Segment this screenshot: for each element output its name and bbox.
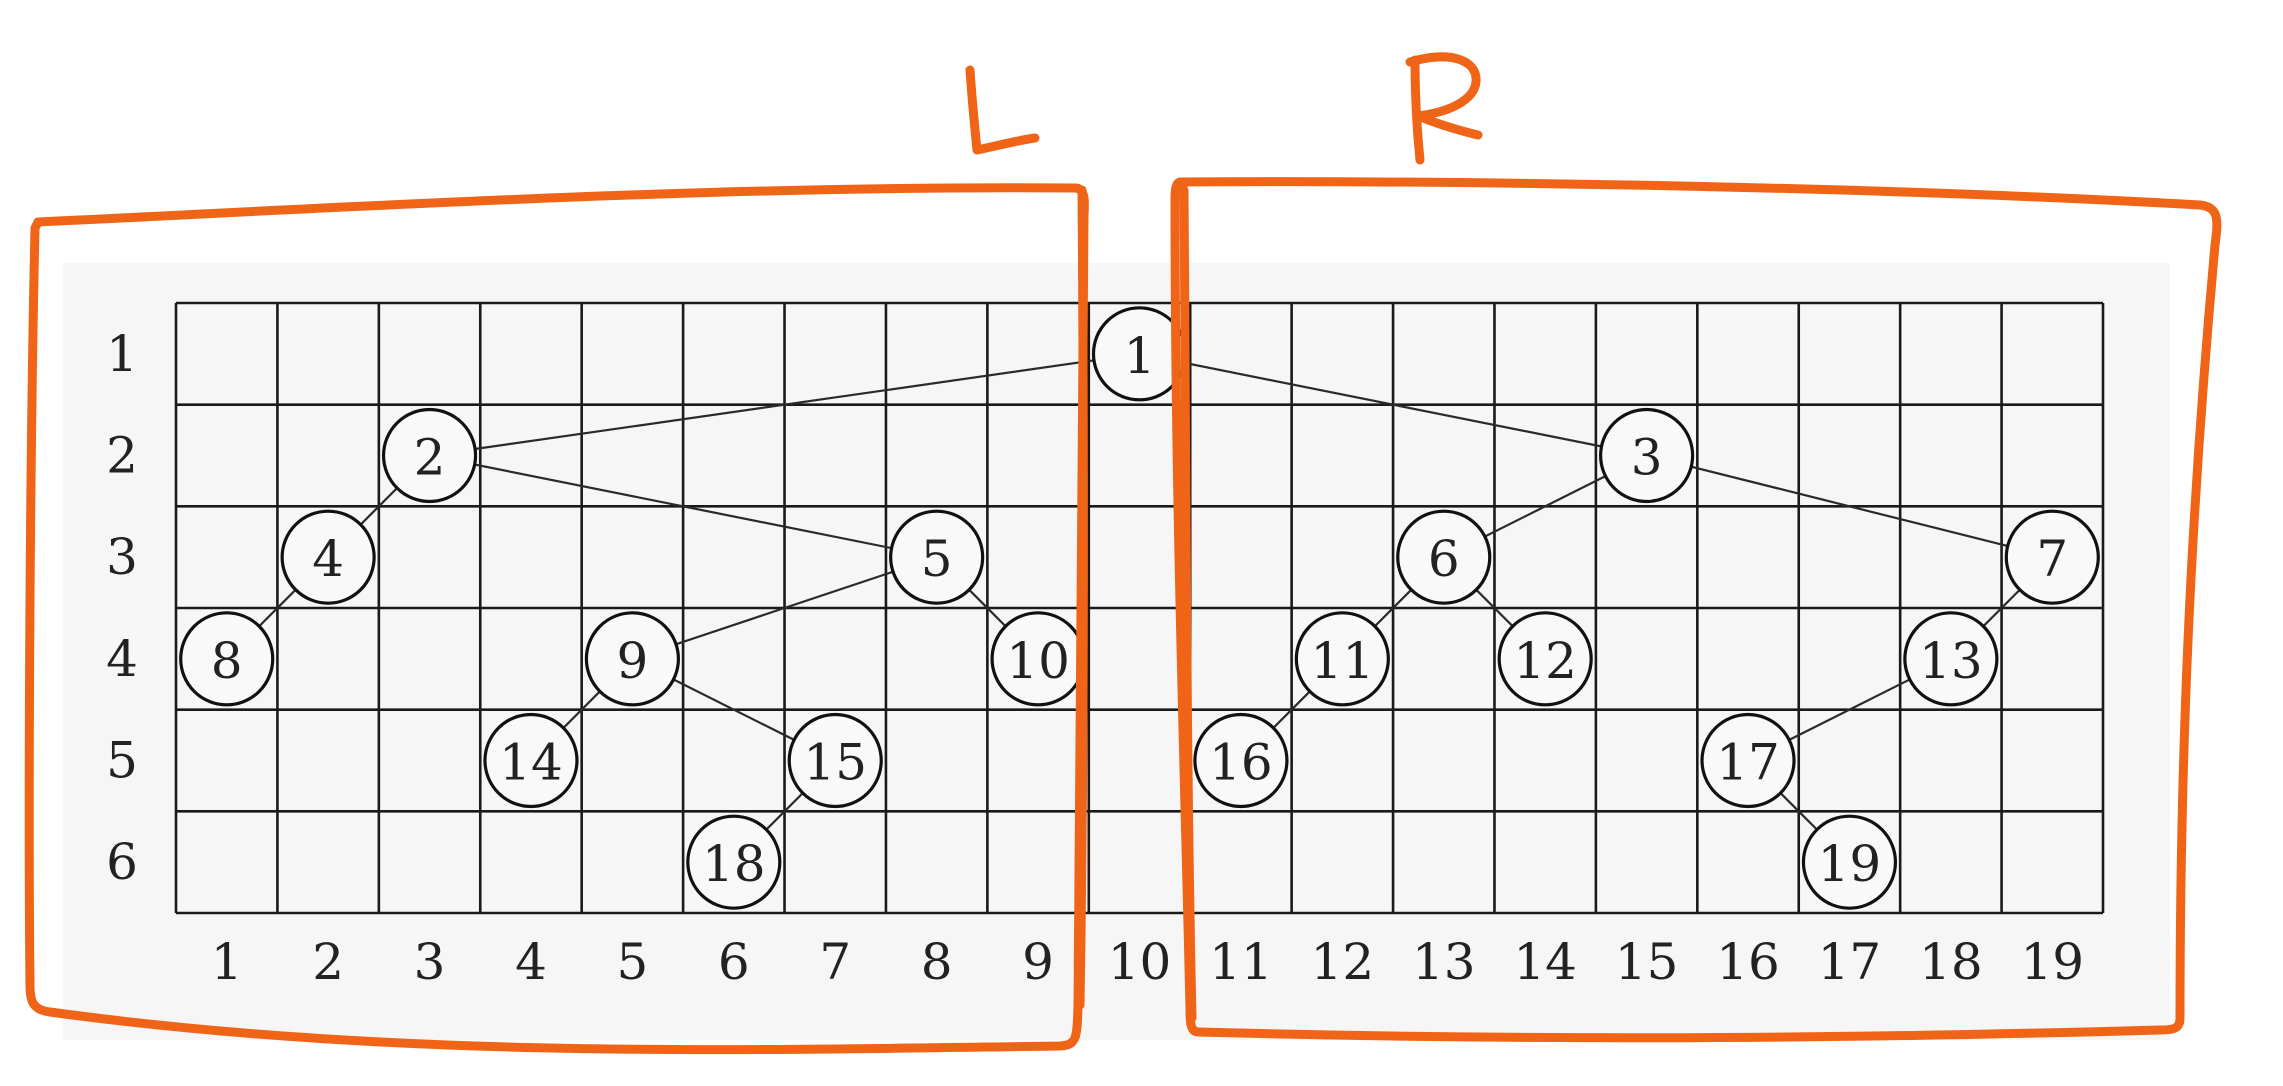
- node-label: 11: [1311, 632, 1375, 690]
- column-label: 8: [921, 933, 953, 991]
- tree-node: 19: [1801, 814, 1898, 910]
- right-region-box: [1170, 177, 2222, 1043]
- row-label: 6: [106, 833, 138, 891]
- column-label: 1: [211, 933, 243, 991]
- left-divider-stroke: [1075, 185, 1088, 1010]
- tree-edge: [429, 454, 937, 559]
- tree-edge: [632, 556, 938, 660]
- node-label: 10: [1006, 632, 1070, 690]
- node-circle: [280, 509, 376, 605]
- tree-node: 7: [2004, 509, 2100, 605]
- tree-node: 11: [1294, 611, 1390, 707]
- row-label: 5: [106, 732, 138, 790]
- tree-node: 18: [686, 814, 782, 910]
- hand-drawn-annotations: L R: [24, 52, 2222, 1055]
- tree-node: 6: [1396, 509, 1492, 605]
- tree-node: 1: [1091, 306, 1188, 402]
- node-circle: [1193, 712, 1289, 809]
- tree-node: 8: [179, 611, 275, 707]
- column-label: 6: [718, 933, 750, 991]
- tree-node: 17: [1700, 712, 1796, 809]
- node-circle: [1396, 509, 1492, 605]
- column-label: 16: [1716, 933, 1780, 991]
- node-circle: [1801, 814, 1898, 910]
- tree-node: 3: [1599, 407, 1695, 504]
- tree-node: 10: [990, 611, 1086, 707]
- left-region-box: [24, 183, 1089, 1055]
- node-label: 17: [1716, 734, 1780, 792]
- node-circle: [1497, 611, 1593, 707]
- node-label: 5: [921, 530, 953, 588]
- right-divider-stroke: [1179, 185, 1197, 1023]
- column-label: 13: [1412, 933, 1476, 991]
- node-label: 12: [1513, 632, 1577, 690]
- tree-node: 14: [483, 712, 579, 809]
- tree-node: 4: [280, 509, 376, 605]
- row-label: 4: [106, 630, 138, 688]
- node-circle: [584, 611, 680, 707]
- letter-L-icon: [965, 65, 1040, 155]
- node-circle: [1599, 407, 1695, 504]
- node-label: 8: [211, 632, 243, 690]
- column-label: 17: [1818, 933, 1882, 991]
- node-label: 4: [312, 530, 344, 588]
- node-circle: [2004, 509, 2100, 605]
- node-circle: [381, 407, 478, 504]
- letter-R-icon: [1405, 52, 1483, 165]
- tree-node: 9: [584, 611, 680, 707]
- row-label: 2: [106, 427, 138, 485]
- column-label: 12: [1311, 933, 1375, 991]
- node-circle: [179, 611, 275, 707]
- column-label: 5: [616, 933, 648, 991]
- node-label: 16: [1209, 734, 1273, 792]
- column-label: 11: [1209, 933, 1273, 991]
- tree-node: 12: [1497, 611, 1593, 707]
- node-label: 1: [1124, 327, 1156, 385]
- node-label: 15: [803, 734, 867, 792]
- row-label: 1: [106, 325, 138, 383]
- column-label: 4: [515, 933, 547, 991]
- node-label: 3: [1631, 429, 1663, 487]
- tree-node: 13: [1903, 611, 1999, 707]
- tree-edge: [429, 352, 1140, 457]
- column-label: 15: [1615, 933, 1679, 991]
- column-label: 9: [1022, 933, 1054, 991]
- row-label: 3: [106, 528, 138, 586]
- column-label: 19: [2020, 933, 2084, 991]
- node-circle: [787, 712, 883, 809]
- node-circle: [483, 712, 579, 809]
- column-label: 7: [819, 933, 851, 991]
- node-label: 13: [1919, 632, 1983, 690]
- node-label: 19: [1818, 835, 1882, 893]
- node-circle: [1700, 712, 1796, 809]
- node-circle: [686, 814, 782, 910]
- node-label: 14: [499, 734, 563, 792]
- tree-node: 16: [1193, 712, 1289, 809]
- tree-node: 15: [787, 712, 883, 809]
- node-label: 9: [616, 632, 648, 690]
- node-circle: [1903, 611, 1999, 707]
- column-label: 18: [1919, 933, 1983, 991]
- node-circle: [1294, 611, 1390, 707]
- node-label: 2: [414, 429, 446, 487]
- tree-node: 2: [381, 407, 478, 504]
- column-label: 3: [414, 933, 446, 991]
- column-label: 2: [312, 933, 344, 991]
- node-circle: [889, 509, 985, 605]
- tree-node: 5: [889, 509, 985, 605]
- tree-edge: [1139, 352, 1647, 457]
- column-label: 10: [1108, 933, 1172, 991]
- node-label: 6: [1428, 530, 1460, 588]
- tree-edge: [1646, 454, 2053, 559]
- column-label: 14: [1513, 933, 1577, 991]
- node-label: 18: [702, 835, 766, 893]
- node-label: 7: [2036, 530, 2068, 588]
